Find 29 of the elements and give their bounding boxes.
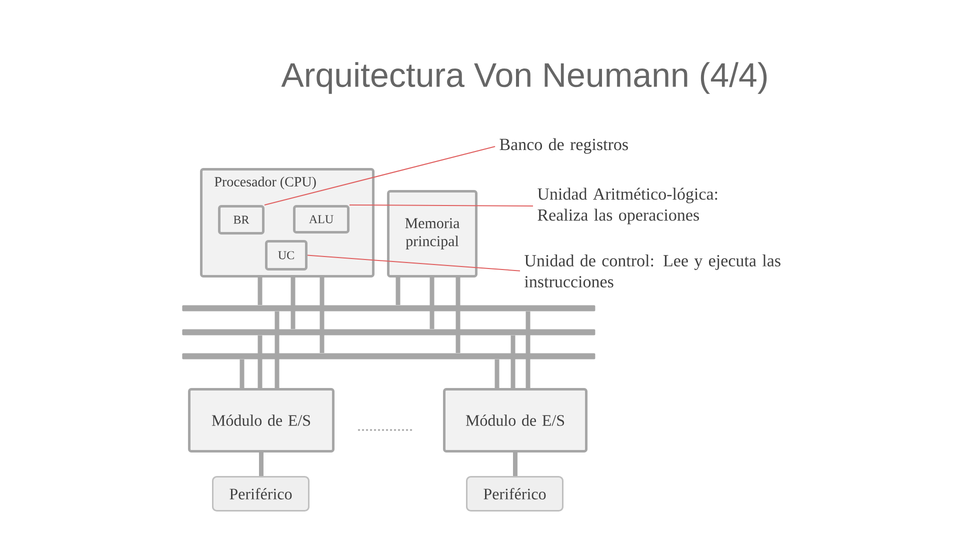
module-box: Módulo de E/S [188, 388, 334, 452]
peripheral-box: Periférico [466, 476, 564, 512]
bus-connector [510, 335, 516, 388]
callout-text: Unidad Aritmético-lógica: Realiza las operaciones [538, 188, 718, 224]
leader-line [264, 146, 496, 206]
bus-connector [396, 278, 400, 305]
bus-connector [456, 278, 460, 353]
bus-connector [258, 335, 262, 388]
bus-connector [258, 278, 262, 305]
unit-box: UC [265, 240, 308, 270]
leader-line [307, 254, 521, 272]
slide-title: Arquitectura Von Neumann (4/4) [281, 62, 767, 94]
bus-connector [320, 278, 324, 353]
unit-box: BR [218, 205, 264, 234]
memory-box: Memoria principal [387, 190, 478, 278]
leader-line [349, 204, 534, 206]
bus-connector [274, 311, 280, 388]
callout-text: Unidad de control: Lee y ejecuta las instrucciones [524, 254, 780, 288]
bus-connector [526, 311, 530, 388]
module-box: Módulo de E/S [443, 388, 588, 452]
callout-text: Banco de registros [500, 138, 628, 154]
bus-connector [494, 359, 500, 388]
connector-line [513, 452, 518, 476]
bus-connector [290, 278, 296, 329]
peripheral-box: Periférico [212, 476, 310, 512]
bus-connector [430, 278, 434, 329]
unit-box: ALU [293, 205, 350, 234]
connector-line [259, 452, 264, 476]
bus-connector [240, 359, 244, 388]
